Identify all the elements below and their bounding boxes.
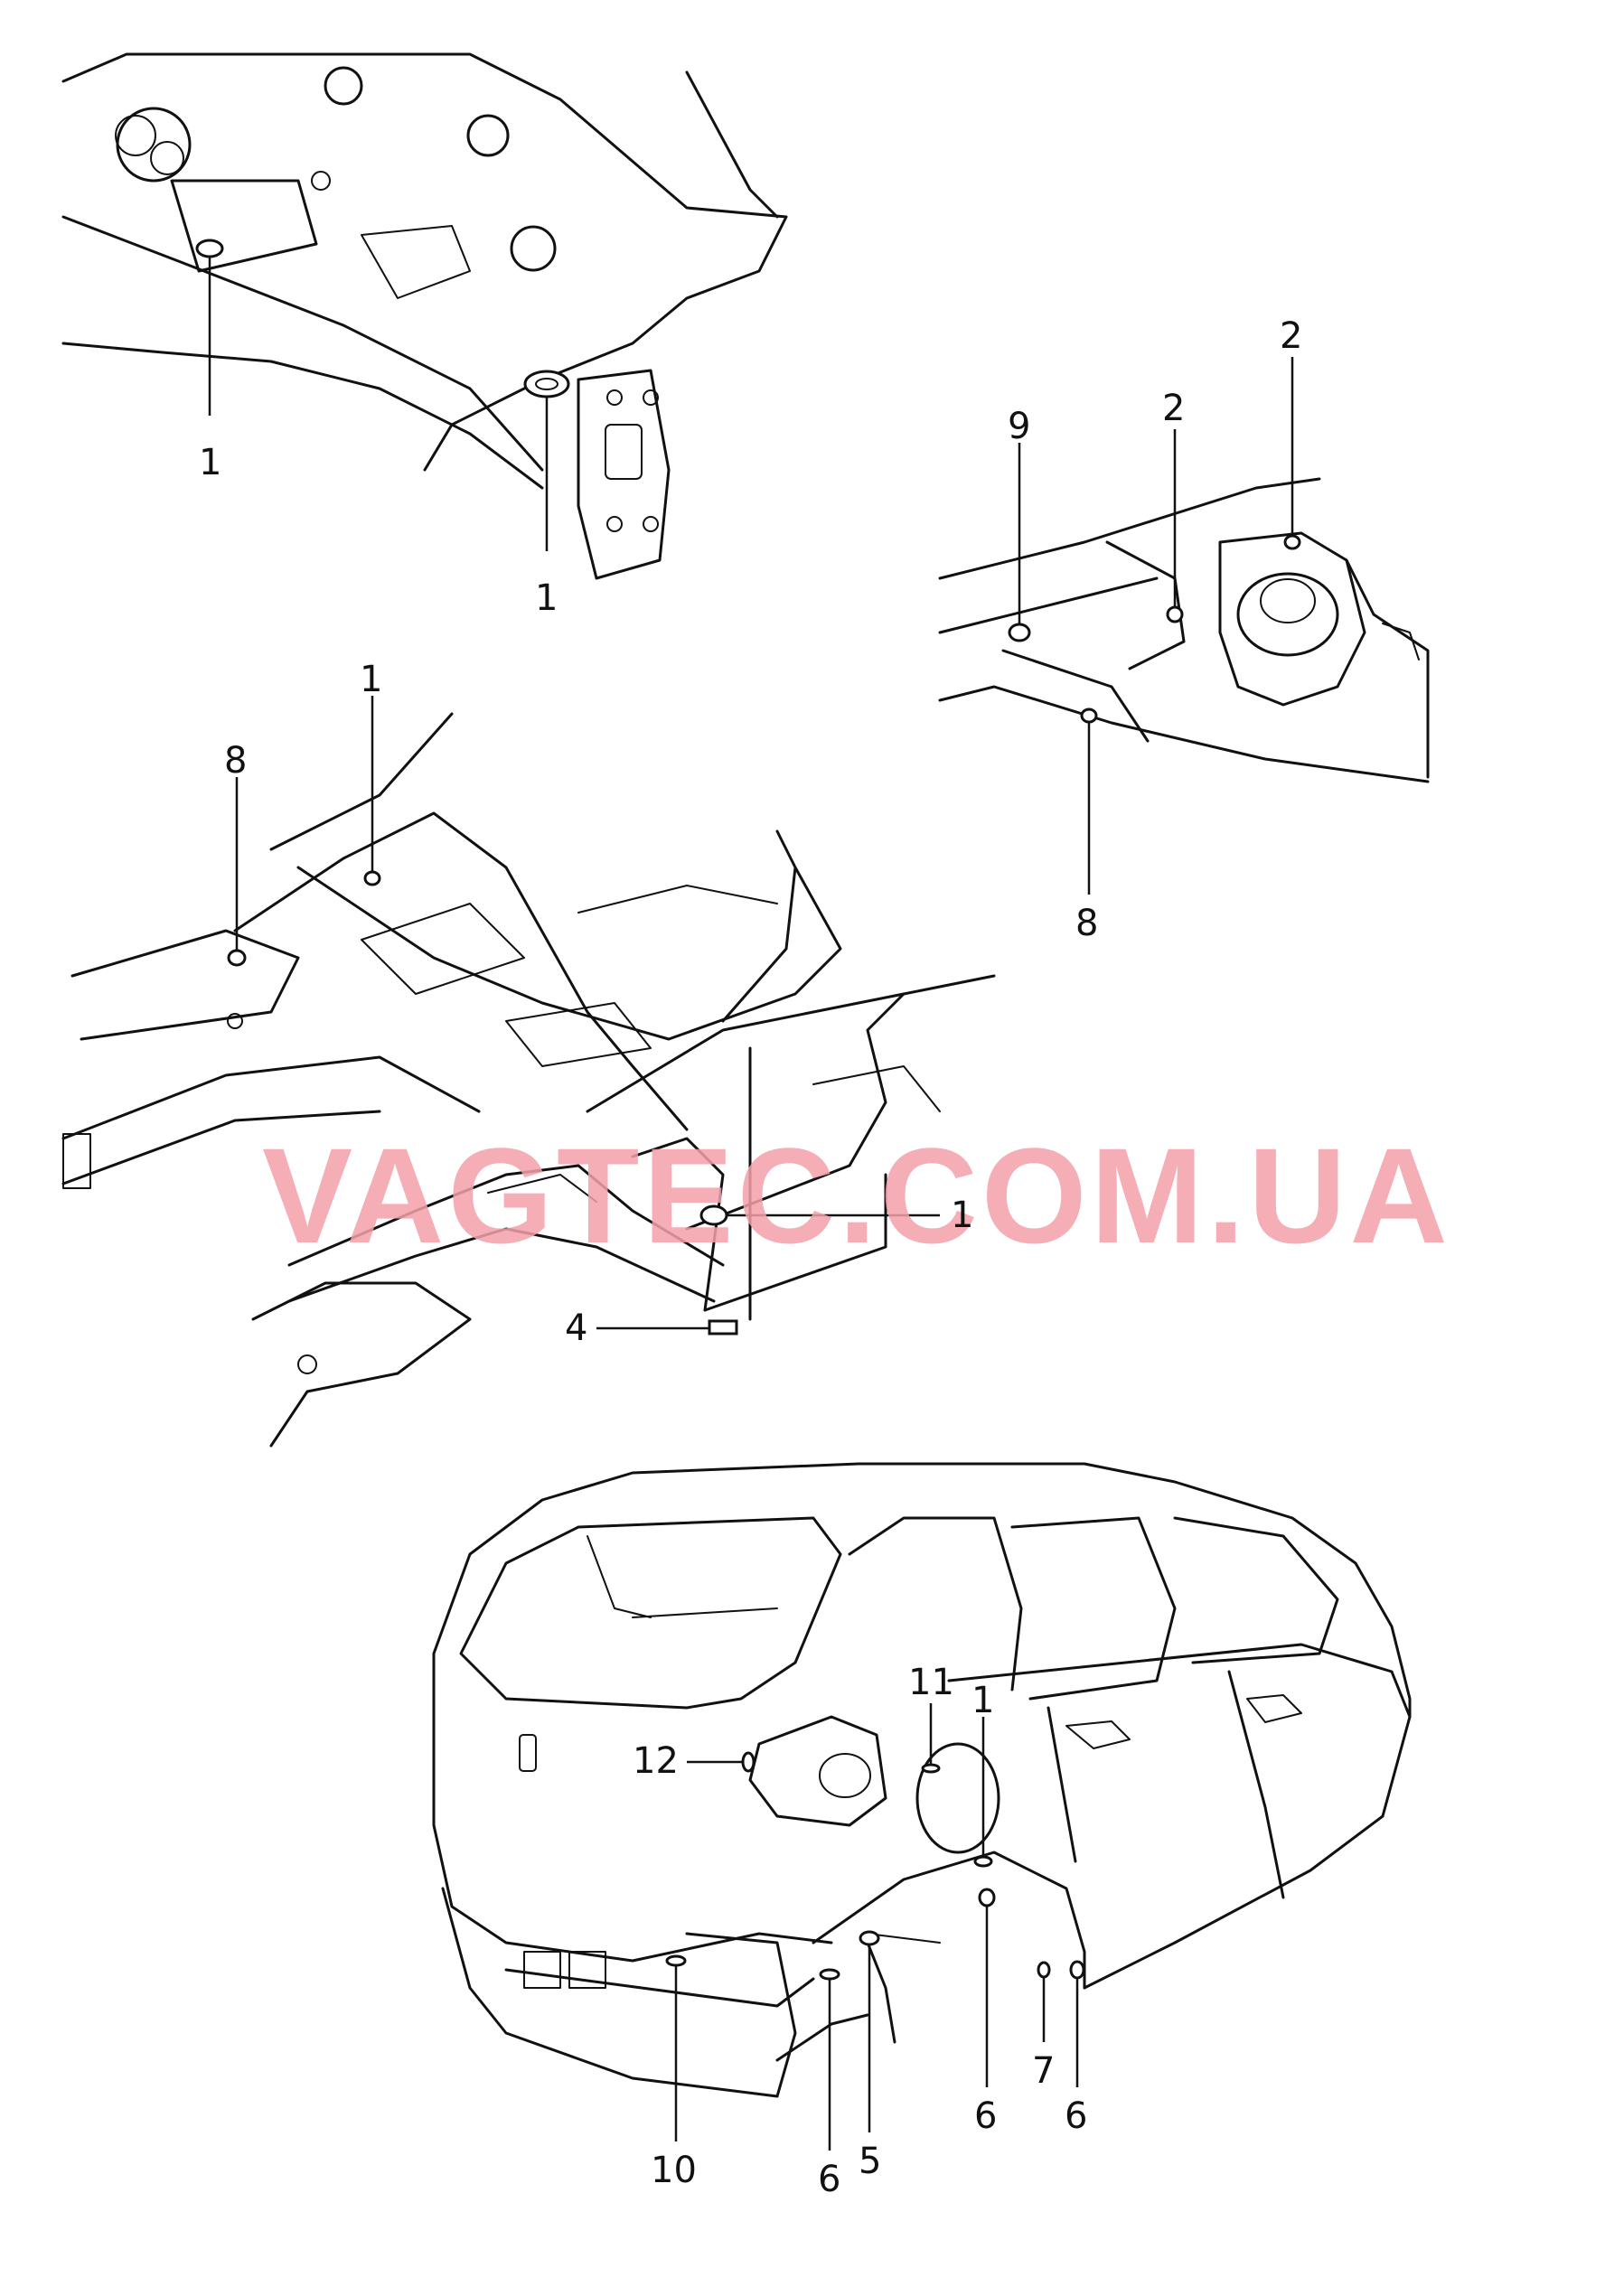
plug-1-body xyxy=(973,1855,993,1868)
plug-11 xyxy=(921,1763,941,1774)
callout-6-right: 6 xyxy=(1065,2095,1087,2137)
callout-11: 11 xyxy=(908,1662,954,1703)
plug-2-left xyxy=(1166,605,1184,623)
callout-5: 5 xyxy=(859,2141,881,2182)
callout-1-frame-top: 1 xyxy=(360,659,382,700)
plug-10 xyxy=(665,1954,687,1967)
grommet-1-upper xyxy=(195,239,224,258)
callout-1-body: 1 xyxy=(971,1680,994,1721)
rear-body-view xyxy=(432,1462,1412,2151)
callout-2-left: 2 xyxy=(1162,388,1185,429)
plug-6-left xyxy=(819,1968,840,1981)
callout-1-front-floor-lower: 1 xyxy=(535,577,558,619)
plug-6-right xyxy=(1069,1960,1085,1980)
plug-7 xyxy=(1037,1961,1051,1979)
plug-4-sill-end xyxy=(708,1319,738,1335)
plug-2-right xyxy=(1283,534,1301,550)
watermark: VAGTEC.COM.UA xyxy=(262,1120,1451,1271)
callout-9: 9 xyxy=(1008,406,1030,447)
callout-6-mid: 6 xyxy=(974,2095,997,2137)
plug-9 xyxy=(1008,623,1031,642)
callout-1-sill: 1 xyxy=(951,1195,973,1236)
plug-5 xyxy=(859,1930,880,1946)
plug-8-floor xyxy=(1080,708,1098,724)
floor-frame-view xyxy=(61,696,996,1448)
callout-7: 7 xyxy=(1032,2050,1055,2092)
callout-2-right: 2 xyxy=(1280,315,1302,357)
grommet-1-lower xyxy=(523,370,570,398)
plug-1-frame-top xyxy=(363,870,381,886)
callout-1-front-floor-upper: 1 xyxy=(199,442,221,483)
strut-tower-view xyxy=(938,357,1430,895)
plug-12 xyxy=(741,1751,756,1773)
callout-12: 12 xyxy=(633,1740,679,1782)
callout-8-strut-tower: 8 xyxy=(1075,903,1098,944)
callout-6-left: 6 xyxy=(818,2159,840,2200)
callout-4: 4 xyxy=(565,1307,587,1349)
callout-labels: 1 1 9 2 2 8 1 8 1 4 11 1 12 10 6 5 6 7 6 xyxy=(199,315,1302,2200)
plug-6-mid xyxy=(978,1888,996,1907)
callout-10: 10 xyxy=(651,2150,697,2191)
plug-8-frame xyxy=(227,949,247,967)
front-floor-view xyxy=(61,52,788,580)
callout-8-frame: 8 xyxy=(224,740,247,782)
